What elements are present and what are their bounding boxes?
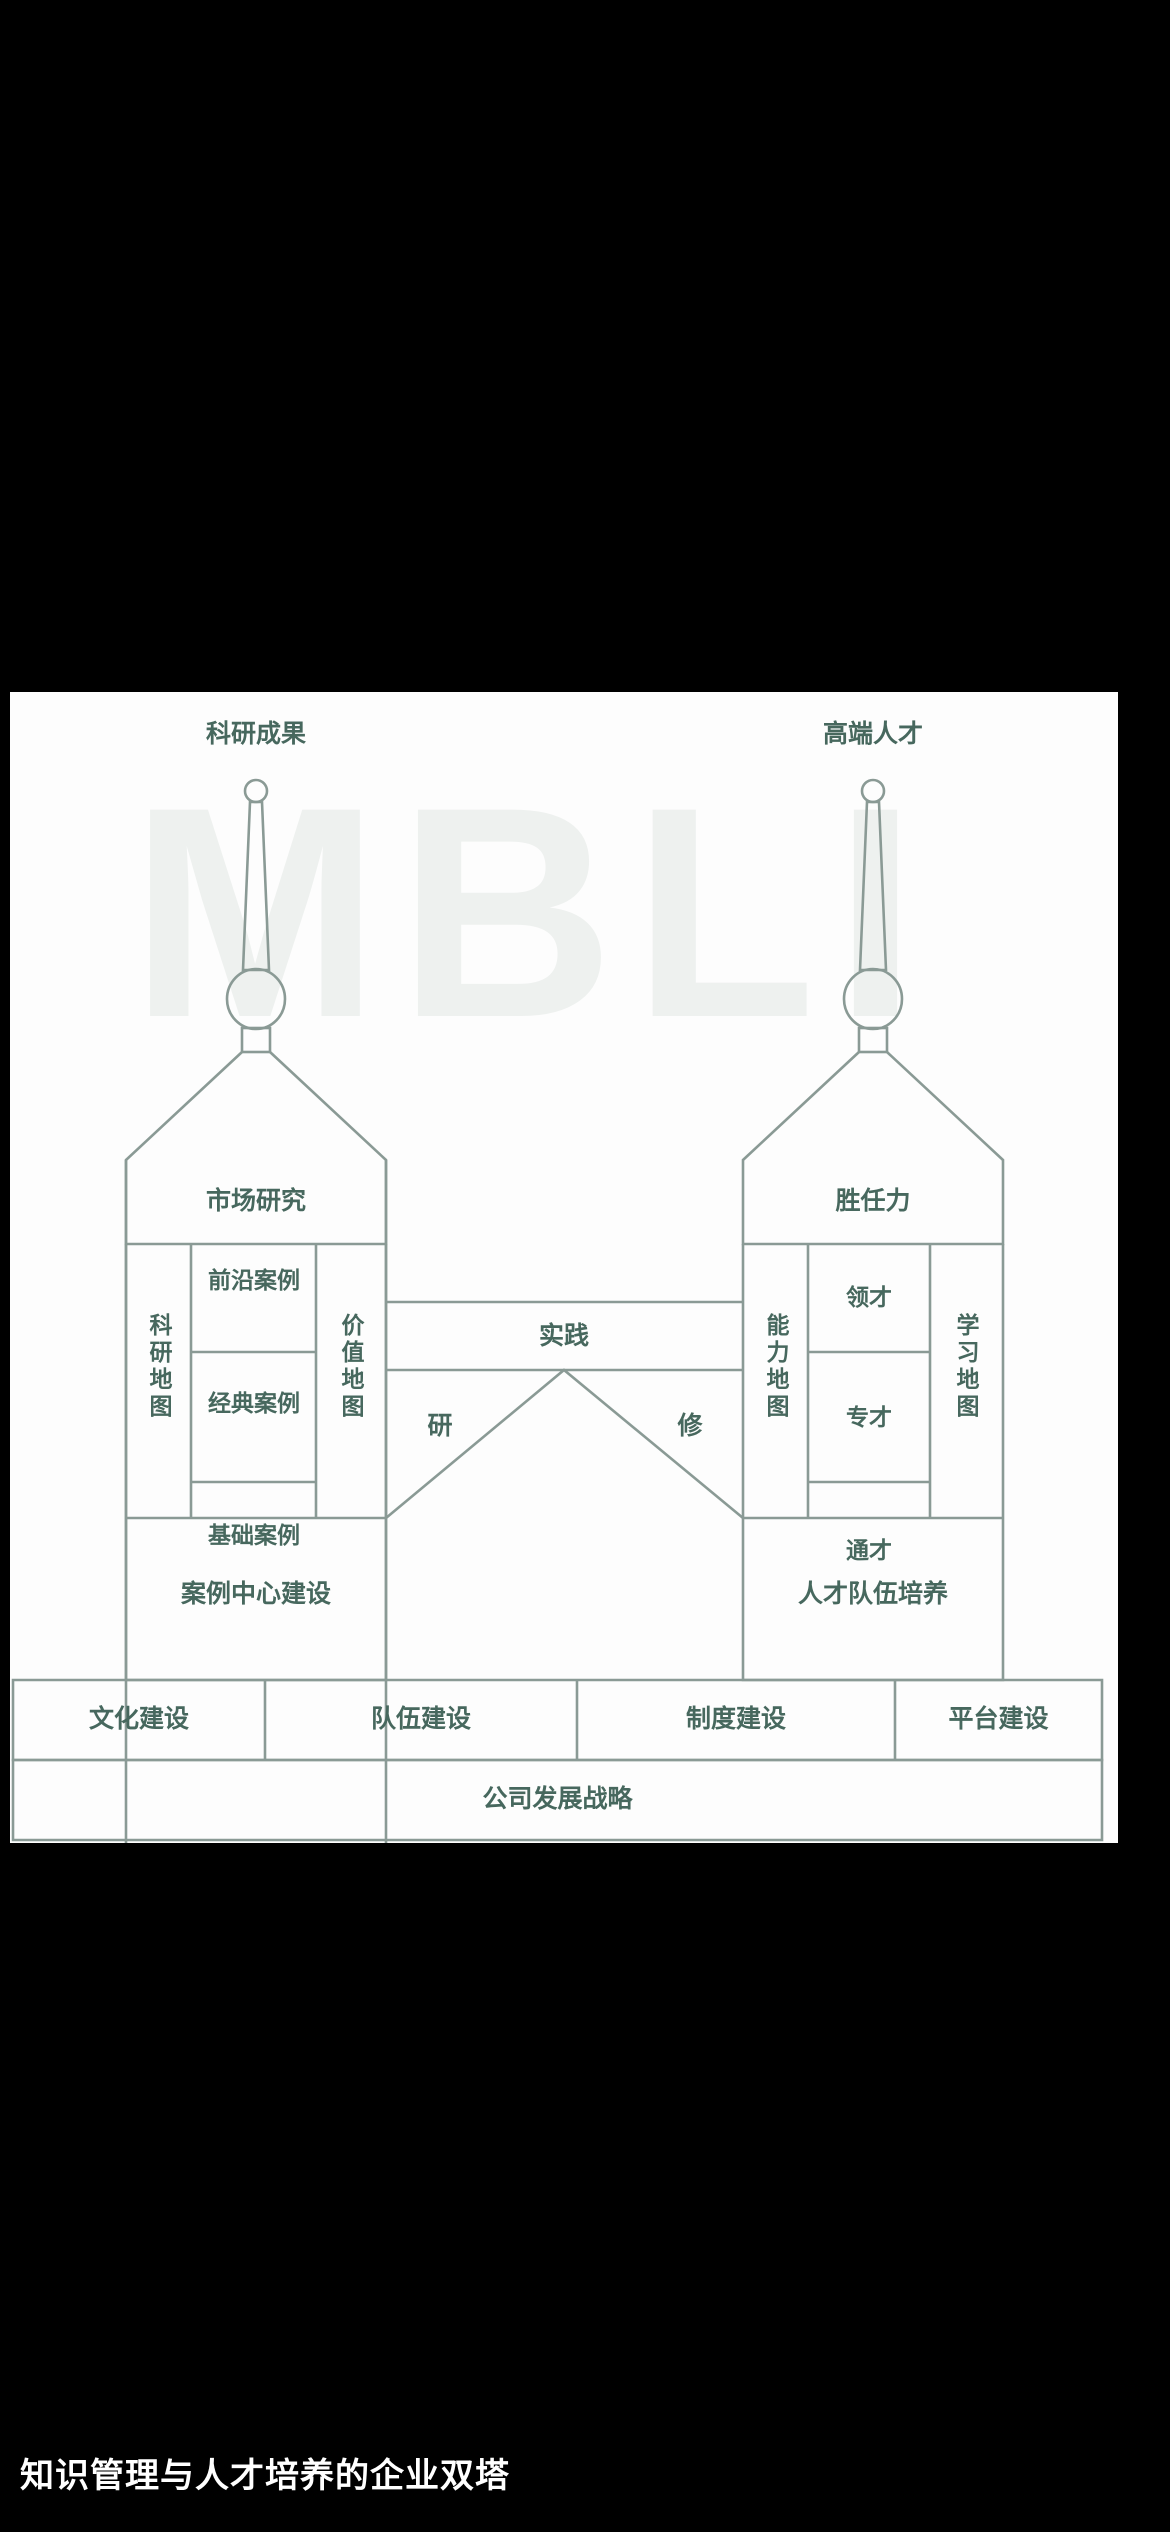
left-tower-base-label: 案例中心建设 bbox=[180, 1580, 331, 1608]
bridge-left-label: 研 bbox=[427, 1412, 453, 1440]
right-roof-label: 胜任力 bbox=[835, 1187, 911, 1215]
right-spire-label: 高端人才 bbox=[822, 720, 923, 748]
foundation-item-1: 文化建设 bbox=[88, 1705, 189, 1733]
bridge-right-label: 修 bbox=[677, 1412, 703, 1440]
foundation-item-3: 制度建设 bbox=[685, 1705, 786, 1733]
left-tower-left-column-label: 科研地图 bbox=[149, 1312, 173, 1420]
diagram-panel: MBLI bbox=[10, 692, 1118, 1843]
left-tower-cell-3: 基础案例 bbox=[208, 1522, 300, 1548]
right-tower-left-column-label: 能力地图 bbox=[766, 1312, 790, 1420]
left-tower-right-column-label: 价值地图 bbox=[341, 1312, 365, 1420]
foundation-item-4: 平台建设 bbox=[948, 1705, 1049, 1733]
left-tower-cell-2: 经典案例 bbox=[208, 1390, 300, 1416]
strategy-label: 公司发展战略 bbox=[482, 1785, 633, 1813]
right-tower-base-label: 人才队伍培养 bbox=[797, 1580, 948, 1608]
left-spire bbox=[225, 778, 287, 1054]
tower-diagram bbox=[11, 778, 1104, 1843]
right-tower-cell-3: 通才 bbox=[846, 1537, 892, 1563]
right-tower-cell-1: 领才 bbox=[846, 1284, 892, 1310]
foundation-item-2: 队伍建设 bbox=[370, 1705, 471, 1733]
right-tower-cell-2: 专才 bbox=[846, 1404, 892, 1430]
left-spire-label: 科研成果 bbox=[205, 720, 306, 748]
right-spire bbox=[842, 778, 904, 1054]
bridge-top-label: 实践 bbox=[538, 1322, 589, 1350]
caption-text: 知识管理与人才培养的企业双塔 bbox=[20, 2457, 510, 2495]
left-tower-cell-1: 前沿案例 bbox=[208, 1267, 300, 1293]
right-tower-right-column-label: 学习地图 bbox=[956, 1312, 980, 1420]
left-roof-label: 市场研究 bbox=[205, 1187, 306, 1215]
